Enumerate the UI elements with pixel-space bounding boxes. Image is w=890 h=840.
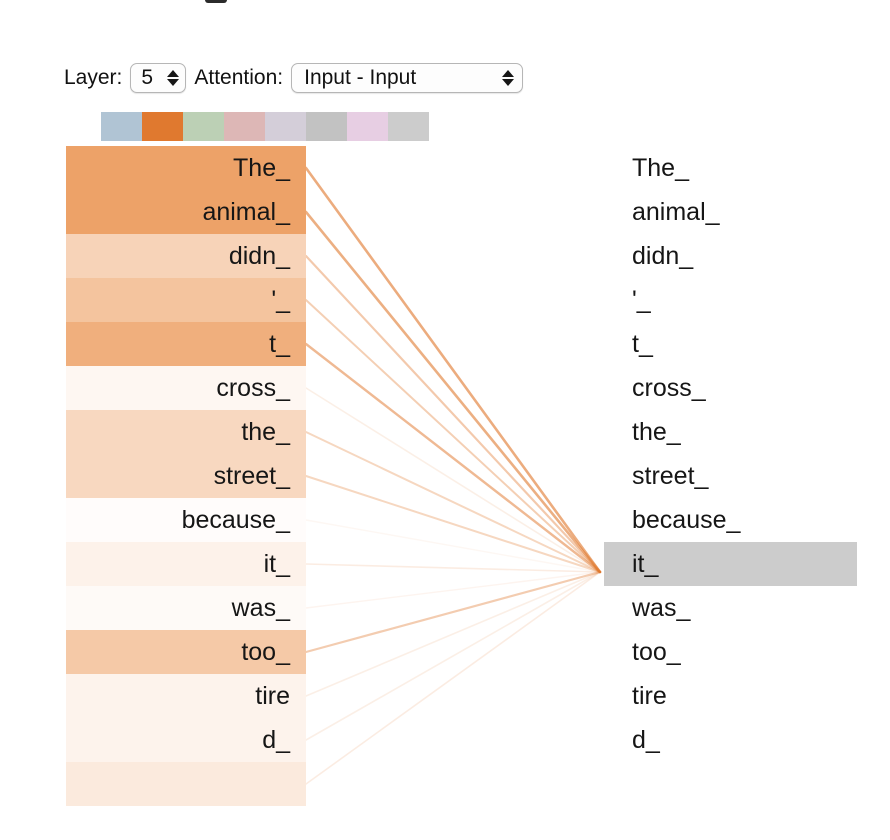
attention-label: Attention: — [194, 66, 284, 89]
target-token-row[interactable]: t_ — [604, 322, 857, 366]
source-token-label: because_ — [181, 505, 290, 534]
source-token-label: cross_ — [216, 373, 290, 402]
source-token-row[interactable]: street_ — [66, 454, 306, 498]
layer-label: Layer: — [64, 66, 123, 89]
head-swatch-3[interactable] — [224, 112, 265, 141]
source-token-label: t_ — [269, 329, 290, 358]
attention-stepper-icon[interactable] — [502, 70, 515, 86]
source-token-label: too_ — [241, 637, 290, 666]
source-token-label: The_ — [233, 153, 290, 182]
attention-edge — [305, 563, 601, 573]
source-token-label: the_ — [241, 417, 290, 446]
target-token-row[interactable]: was_ — [604, 586, 857, 630]
source-token-row[interactable]: because_ — [66, 498, 306, 542]
attention-edge — [304, 210, 602, 574]
head-swatch-1[interactable] — [142, 112, 183, 141]
target-token-label: because_ — [632, 505, 741, 534]
target-token-label: The_ — [632, 153, 689, 182]
source-token-row[interactable]: didn_ — [66, 234, 306, 278]
source-token-label: street_ — [213, 461, 290, 490]
attention-edge — [304, 166, 602, 574]
head-swatch-4[interactable] — [265, 112, 306, 141]
source-token-label: tire — [255, 681, 290, 710]
source-token-row[interactable]: the_ — [66, 410, 306, 454]
head-swatch-5[interactable] — [306, 112, 347, 141]
target-token-label: d_ — [632, 725, 660, 754]
source-token-row[interactable]: cross_ — [66, 366, 306, 410]
target-token-label: the_ — [632, 417, 681, 446]
target-token-row[interactable]: too_ — [604, 630, 857, 674]
source-token-label: animal_ — [202, 197, 290, 226]
target-token-label: street_ — [632, 461, 709, 490]
attention-select[interactable]: Input - Input — [291, 63, 524, 93]
attention-head-selector[interactable] — [101, 112, 429, 141]
target-token-label: t_ — [632, 329, 653, 358]
source-token-row[interactable]: tire — [66, 674, 306, 718]
control-bar: Layer: 5 Attention: Input - Input — [64, 62, 531, 94]
target-token-row-selected[interactable]: it_ — [604, 542, 857, 586]
source-token-label: d_ — [262, 725, 290, 754]
head-swatch-6[interactable] — [347, 112, 388, 141]
head-swatch-0[interactable] — [101, 112, 142, 141]
attention-edge — [304, 570, 602, 654]
source-token-row[interactable]: too_ — [66, 630, 306, 674]
source-token-row[interactable]: t_ — [66, 322, 306, 366]
attention-edge — [305, 571, 601, 609]
target-token-label: '_ — [632, 285, 651, 314]
source-token-label: '_ — [271, 285, 290, 314]
attention-edge — [305, 571, 601, 741]
source-token-column: The_ animal_ didn_ '_ t_ cross_ the_ street_bec… — [66, 146, 306, 806]
attention-edge — [305, 431, 601, 573]
layer-select[interactable]: 5 — [130, 63, 187, 93]
source-token-row[interactable]: was_ — [66, 586, 306, 630]
target-token-label: it_ — [632, 549, 659, 578]
source-token-row[interactable] — [66, 762, 306, 806]
target-token-row[interactable]: didn_ — [604, 234, 857, 278]
source-token-label: was_ — [231, 593, 290, 622]
cut-off-heading-glyph — [205, 0, 227, 3]
layer-stepper-icon[interactable] — [167, 70, 180, 86]
source-token-row[interactable]: animal_ — [66, 190, 306, 234]
attention-edge — [304, 254, 602, 574]
target-token-row[interactable]: street_ — [604, 454, 857, 498]
target-token-label: didn_ — [632, 241, 694, 270]
attention-edge — [305, 475, 601, 573]
target-token-label: was_ — [632, 593, 691, 622]
layer-select-value: 5 — [141, 66, 154, 89]
source-token-label: didn_ — [228, 241, 290, 270]
source-token-label: it_ — [263, 549, 290, 578]
source-token-row[interactable]: The_ — [66, 146, 306, 190]
attention-edge — [305, 299, 601, 573]
target-token-row[interactable]: cross_ — [604, 366, 857, 410]
attention-edge — [304, 342, 602, 574]
source-token-row[interactable]: d_ — [66, 718, 306, 762]
target-token-row[interactable]: tire — [604, 674, 857, 718]
attention-edge — [305, 571, 601, 785]
attention-select-value: Input - Input — [304, 66, 417, 89]
attention-edge — [305, 519, 601, 573]
head-swatch-2[interactable] — [183, 112, 224, 141]
target-token-label: animal_ — [632, 197, 720, 226]
target-token-row[interactable]: '_ — [604, 278, 857, 322]
target-token-row[interactable]: The_ — [604, 146, 857, 190]
target-token-column: The_ animal_ didn_ '_ t_ cross_ the_ street_bec… — [604, 146, 857, 762]
head-swatch-7[interactable] — [388, 112, 429, 141]
attention-edge — [305, 387, 601, 573]
target-token-label: cross_ — [632, 373, 706, 402]
source-token-row[interactable]: '_ — [66, 278, 306, 322]
target-token-row[interactable]: animal_ — [604, 190, 857, 234]
attention-edge — [305, 571, 601, 697]
target-token-row[interactable]: the_ — [604, 410, 857, 454]
target-token-row[interactable]: because_ — [604, 498, 857, 542]
target-token-label: too_ — [632, 637, 681, 666]
source-token-row[interactable]: it_ — [66, 542, 306, 586]
target-token-label: tire — [632, 681, 667, 710]
target-token-row[interactable]: d_ — [604, 718, 857, 762]
